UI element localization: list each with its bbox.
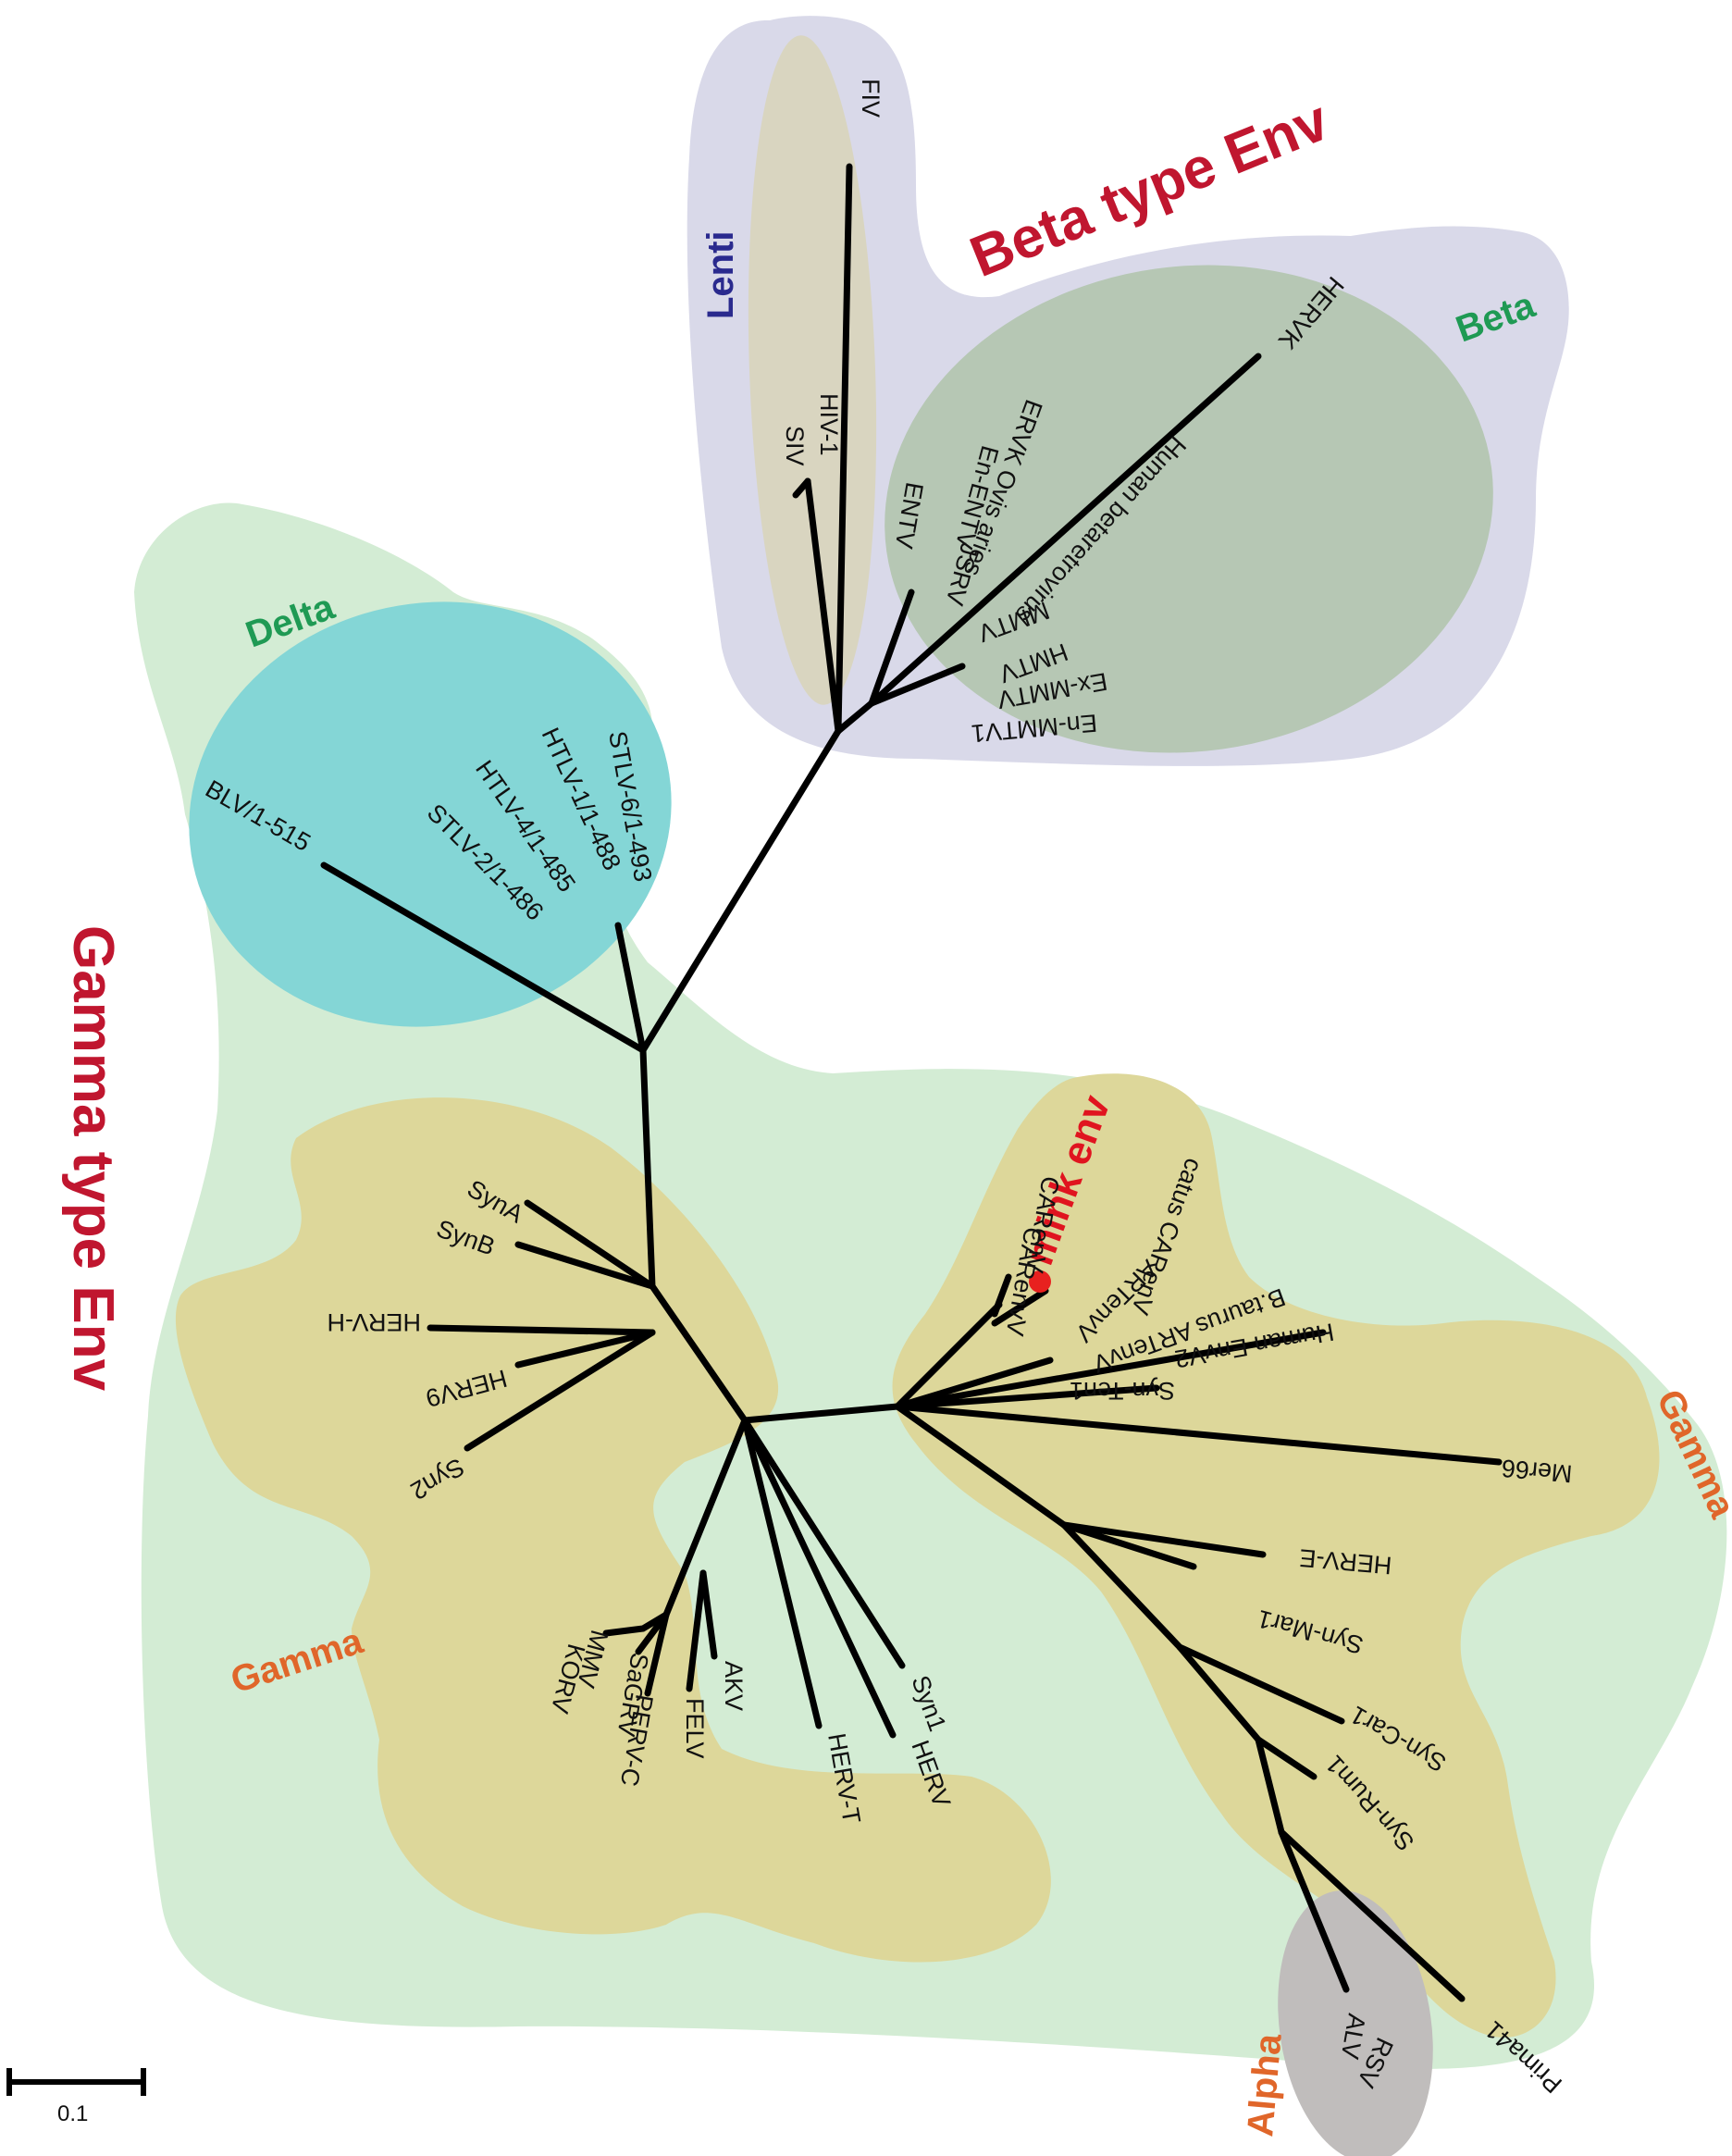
- branch-mer66: [894, 1403, 1503, 1466]
- branch-felv-group: [662, 1417, 748, 1618]
- branch-hiv-siv: [804, 477, 842, 735]
- branch-artenv: [991, 1287, 1049, 1327]
- scale-bar-label: 0.1: [57, 2101, 88, 2126]
- branch-htlv: [614, 922, 647, 1054]
- branch-to-beta-clade: [639, 727, 842, 1054]
- branch-carenv: [991, 1273, 1012, 1318]
- branch-herv-t: [741, 1417, 823, 1729]
- branch-herv: [741, 1417, 897, 1739]
- beta-region: [885, 265, 1493, 753]
- group-label-alpha: Alpha: [1240, 2032, 1290, 2138]
- branch-syn-ten1: [894, 1384, 1160, 1410]
- tree-branches: [320, 163, 1503, 2002]
- branch-syn1: [741, 1417, 906, 1669]
- branch-synb: [514, 1241, 656, 1290]
- alpha-region: [1278, 1890, 1433, 2156]
- branch-mink-group: [894, 1301, 1003, 1410]
- branch-entv-group: [868, 589, 915, 707]
- gamma-type-env-title: Gamma type Env: [61, 925, 125, 1392]
- branch-mmtv-group: [868, 663, 966, 707]
- branch-syn-mar1: [1060, 1521, 1197, 1570]
- branch-human-envv2: [894, 1329, 1327, 1410]
- gamma-region-right: [892, 1073, 1660, 2038]
- branch-felv: [686, 1569, 707, 1692]
- branch-siv: [792, 477, 811, 499]
- leaf-herv-h: HERV-H: [327, 1308, 421, 1336]
- branch-perv: [644, 1611, 670, 1697]
- branch-akv: [699, 1569, 718, 1660]
- branch-fiv: [835, 163, 853, 735]
- group-label-lenti: Lenti: [700, 230, 741, 319]
- leaf-mer66: Mer66: [1501, 1454, 1574, 1488]
- branch-mmv-korv: [602, 1611, 670, 1637]
- delta-region: [189, 601, 672, 1027]
- branch-blv: [320, 861, 647, 1054]
- leaf-felv: FELV: [681, 1698, 709, 1759]
- leaf-syn-ten1: Syn-Ten1: [1070, 1377, 1175, 1405]
- branch-syn2: [464, 1329, 656, 1452]
- leaf-fiv: FIV: [857, 79, 885, 118]
- branch-herv9: [514, 1329, 656, 1369]
- leaf-siv: SIV: [781, 426, 809, 466]
- branch-alv-rsv: [1278, 1828, 1350, 1993]
- leaf-akv: AKV: [720, 1661, 748, 1711]
- mink-env-dot: [1029, 1270, 1051, 1293]
- leaf-hiv1: HIV-1: [815, 393, 843, 456]
- scale-bar: 0.1: [6, 2068, 146, 2126]
- branch-herv-h: [427, 1324, 656, 1336]
- gamma-region-left: [175, 1097, 1051, 1963]
- branch-syna: [524, 1199, 656, 1290]
